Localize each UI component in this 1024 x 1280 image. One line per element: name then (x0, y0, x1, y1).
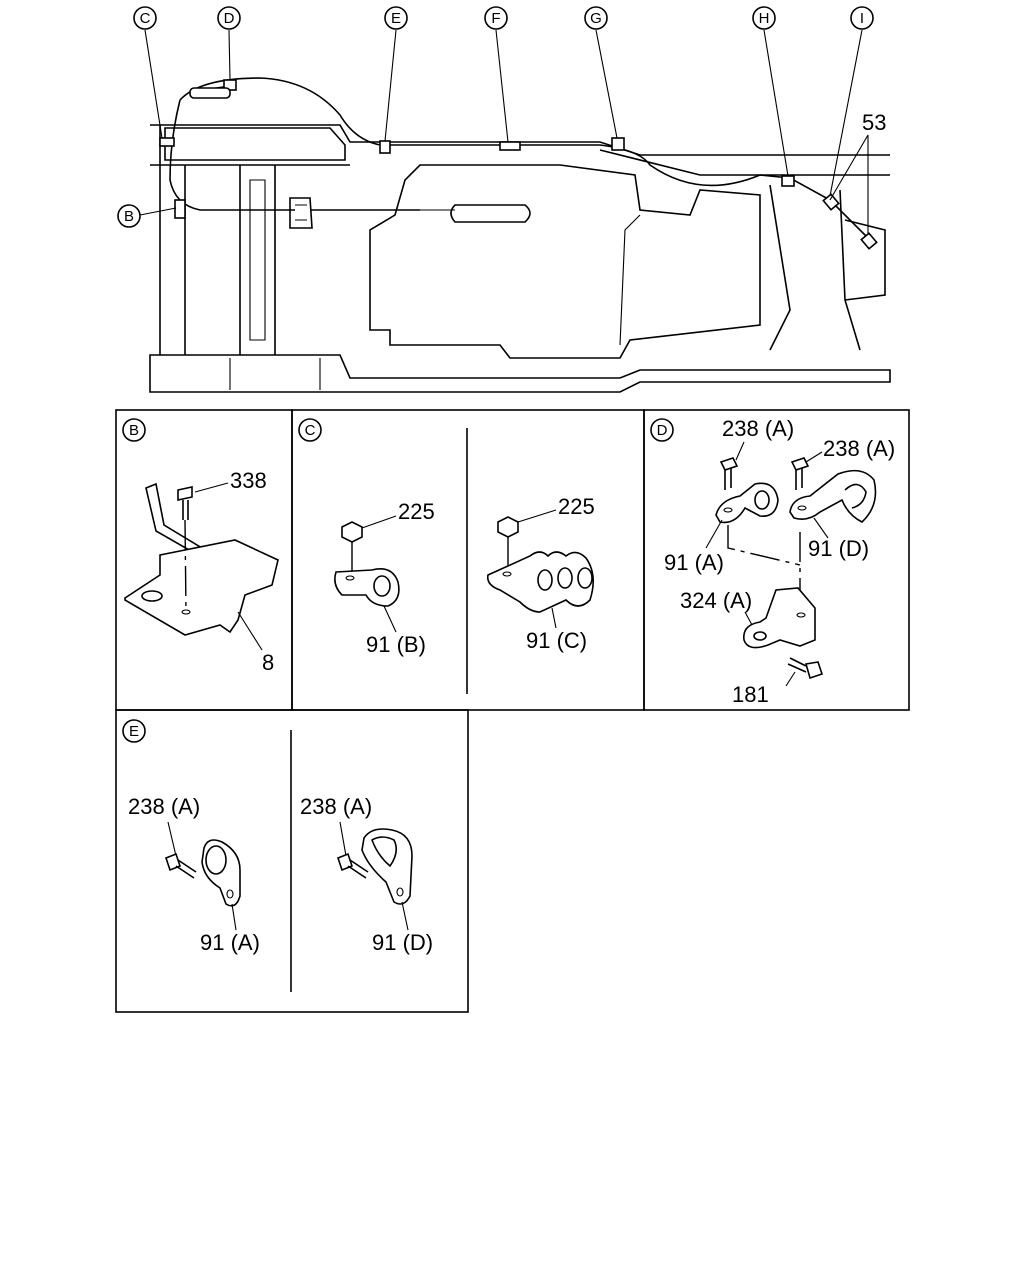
transfer-case (844, 219, 886, 301)
panel-letter-circle (298, 418, 322, 442)
crossmember-upper (164, 127, 346, 161)
callout-D: D (217, 6, 241, 30)
part-label-238A-right: 238 (A) (823, 436, 895, 461)
panel-C-frame (291, 409, 645, 711)
shift-lever-boot (450, 204, 531, 223)
clip-91D-e (361, 828, 413, 905)
panel-E: E 238 (A) 91 (A) 238 (A) 91 (D) (122, 719, 433, 955)
panel-letter-circle (650, 418, 674, 442)
bolt-238A-icon (719, 457, 739, 471)
part-label-338: 338 (230, 468, 267, 493)
nut-225-icon (341, 521, 363, 543)
part-label-53: 53 (862, 110, 886, 135)
part-label-91A-e: 91 (A) (200, 930, 260, 955)
sensor-53 (860, 232, 878, 250)
panel-E-letter: E (129, 723, 139, 740)
callout-C: C (133, 6, 157, 30)
part-label-225-right: 225 (558, 494, 595, 519)
callout-letter: G (590, 10, 602, 27)
part-label-238A-e-right: 238 (A) (300, 794, 372, 819)
harness-main (179, 77, 871, 241)
crossmember-vertical (239, 165, 276, 355)
part-label-238A-left: 238 (A) (722, 416, 794, 441)
callout-letter: I (860, 10, 864, 27)
panel-letter-circle (122, 719, 146, 743)
part-label-238A-e-left: 238 (A) (128, 794, 200, 819)
panel-B-letter: B (129, 422, 139, 439)
frame-rail-top (150, 124, 890, 156)
clip-E (379, 140, 391, 154)
bracket-hole (141, 590, 163, 602)
panel-letter-circle (122, 418, 146, 442)
panel-B: B 338 8 (122, 418, 279, 675)
callout-letter: F (491, 10, 500, 27)
part-label-91D-e: 91 (D) (372, 930, 433, 955)
cable-bracket (289, 197, 313, 229)
bracket-B (174, 199, 186, 219)
callout-G: G (584, 6, 608, 30)
callout-H: H (752, 6, 776, 30)
part-label-91A: 91 (A) (664, 550, 724, 575)
panel-D: D 238 (A) 238 (A) 91 (A) 91 (D) 324 (A) (650, 416, 895, 707)
clip-C (159, 137, 175, 147)
part-label-324A: 324 (A) (680, 588, 752, 613)
frame-rail-bottom (149, 354, 891, 393)
bolt-338-icon (177, 486, 193, 501)
clip-F (499, 141, 521, 151)
part-label-225-left: 225 (398, 499, 435, 524)
panel-C-letter: C (305, 422, 316, 439)
main-chassis-view: C D E F G H I B 53 (117, 6, 891, 393)
panel-D-letter: D (657, 422, 668, 439)
bolt-238A-icon (790, 457, 810, 471)
panel-D-frame (643, 409, 910, 711)
clip-H (781, 175, 795, 187)
panel-C: C 225 91 (B) 225 91 (C) (298, 418, 595, 657)
callout-letter: B (124, 208, 134, 225)
clip-I (822, 193, 840, 211)
nut-225-icon (497, 516, 519, 538)
callout-I: I (850, 6, 874, 30)
bolt-181-icon (804, 661, 824, 680)
callout-letter: C (140, 10, 151, 27)
clip-91C (486, 551, 594, 613)
callout-letter: H (759, 10, 770, 27)
callout-B: B (117, 204, 141, 228)
clip-G (611, 137, 625, 151)
part-label-91D: 91 (D) (808, 536, 869, 561)
callout-E: E (384, 6, 408, 30)
callout-F: F (484, 6, 508, 30)
callout-letter: E (391, 10, 401, 27)
clip-91D (789, 469, 877, 523)
bracket-plate (124, 539, 279, 636)
clip-91A (715, 482, 779, 524)
callout-letter: D (224, 10, 235, 27)
harness-lower (169, 99, 295, 211)
part-label-91B: 91 (B) (366, 632, 426, 657)
part-label-91C: 91 (C) (526, 628, 587, 653)
part-label-8: 8 (262, 650, 274, 675)
panel-E-frame (115, 709, 469, 1013)
transmission-body (369, 164, 761, 359)
part-label-181: 181 (732, 682, 769, 707)
connector-D (189, 87, 231, 99)
